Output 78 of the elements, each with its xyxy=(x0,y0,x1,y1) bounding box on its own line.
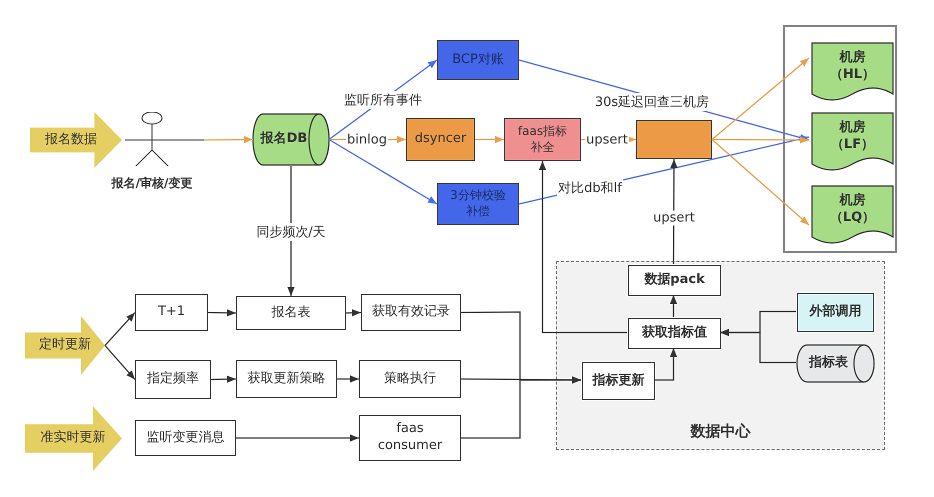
process-box xyxy=(406,118,475,161)
process-box xyxy=(628,318,721,349)
node-label: 监听变更消息 xyxy=(146,430,226,446)
node-label: 机房（LQ） xyxy=(828,193,876,227)
arrow xyxy=(104,312,136,346)
arrow xyxy=(461,376,581,439)
arrow xyxy=(210,376,236,383)
process-box xyxy=(236,360,337,398)
node-label: dsyncer xyxy=(414,131,468,148)
node-label: 定时更新 xyxy=(38,337,92,354)
node-label: 报名数据 xyxy=(44,132,98,148)
node-label: 获取指标值 xyxy=(641,325,708,342)
document-shape xyxy=(811,42,894,102)
arrow xyxy=(346,309,362,316)
block-arrow xyxy=(25,406,122,471)
node-label: 策略执行 xyxy=(383,370,437,388)
node-label: 机房（LF） xyxy=(830,120,876,154)
edge-label: upsert xyxy=(652,210,696,226)
node-label: 获取有效记录 xyxy=(371,304,451,321)
arrow xyxy=(337,375,359,383)
edge-label: 对比db和lf xyxy=(557,179,623,197)
node-label: 指标表 xyxy=(808,355,849,372)
node-label: 获取更新策略 xyxy=(246,370,326,388)
arrow xyxy=(104,345,136,380)
process-box xyxy=(359,360,461,398)
process-box xyxy=(236,296,346,330)
node-label: 报名DB xyxy=(260,131,308,148)
node-label: 外部调用 xyxy=(808,304,862,321)
node-label: 准实时更新 xyxy=(40,430,107,447)
arrow xyxy=(720,328,796,364)
arrow xyxy=(475,136,504,144)
process-box xyxy=(437,40,519,80)
group-container xyxy=(556,261,885,450)
node-label: faas consumer xyxy=(376,421,444,455)
process-box xyxy=(135,360,211,399)
arrow xyxy=(712,139,810,226)
process-box xyxy=(636,120,712,159)
process-box xyxy=(582,362,655,400)
node-label: 机房（HL） xyxy=(828,50,876,84)
edge-label: 监听所有事件 xyxy=(343,91,423,109)
process-box xyxy=(359,415,461,461)
process-box xyxy=(437,183,519,225)
process-box xyxy=(135,294,208,331)
node-label: T+1 xyxy=(156,304,186,321)
process-box xyxy=(628,265,721,296)
node-label: 指标更新 xyxy=(591,372,646,390)
edge-label: upsert xyxy=(585,132,629,148)
node-label: BCP对账 xyxy=(451,52,505,68)
node-label: 指定频率 xyxy=(146,371,200,388)
group-title: 数据中心 xyxy=(689,422,752,441)
process-box xyxy=(361,294,461,331)
node-label: 数据pack xyxy=(643,272,706,289)
container-box xyxy=(783,25,897,253)
document-shape xyxy=(811,185,894,245)
arrow xyxy=(236,434,359,442)
arrow xyxy=(712,136,809,144)
document-shape xyxy=(811,112,894,172)
node-label: 3分钟校验补偿 xyxy=(449,188,507,220)
edge-label: binlog xyxy=(346,132,388,148)
process-box xyxy=(797,293,874,332)
arrow xyxy=(328,138,438,205)
arrow xyxy=(208,309,236,316)
node-label: 报名/审核/变更 xyxy=(112,176,192,192)
arrow xyxy=(654,348,678,381)
arrow xyxy=(712,58,810,140)
edge-label: 同步频次/天 xyxy=(255,223,327,241)
node-label: faas指标补全 xyxy=(516,124,568,156)
block-arrow xyxy=(30,112,122,168)
database-cylinder xyxy=(797,344,874,383)
process-box xyxy=(504,118,581,161)
process-box xyxy=(135,420,236,456)
block-arrow xyxy=(25,316,105,375)
database-cylinder xyxy=(253,113,329,166)
arrow xyxy=(538,161,627,334)
edge-label: 30s延迟回查三机房 xyxy=(594,93,710,111)
node-label: 报名表 xyxy=(270,304,312,322)
arrow xyxy=(204,136,253,144)
arrow xyxy=(670,295,678,317)
